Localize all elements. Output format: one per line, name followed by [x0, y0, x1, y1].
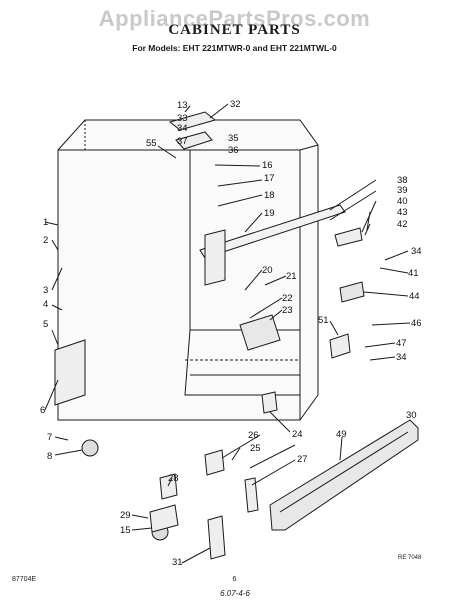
callout-24: 24: [292, 429, 303, 440]
callout-47: 47: [396, 338, 407, 349]
callout-37: 37: [177, 136, 188, 147]
callout-6: 6: [40, 405, 45, 416]
callout-16: 16: [262, 160, 273, 171]
cabinet-body: [44, 103, 419, 564]
callout-15: 15: [120, 525, 131, 536]
callout-26: 26: [248, 430, 259, 441]
callout-29: 29: [120, 510, 131, 521]
callout-32: 32: [230, 99, 241, 110]
callout-31: 31: [172, 557, 183, 568]
callout-27: 27: [297, 454, 308, 465]
page-number: 6: [232, 576, 237, 583]
callout-49: 49: [336, 429, 347, 440]
page-title: CABINET PARTS: [168, 22, 301, 38]
callout-3: 3: [43, 285, 48, 296]
callout-43: 43: [397, 207, 408, 218]
callout-4: 4: [43, 299, 48, 310]
callout-28: 28: [168, 473, 179, 484]
callout-55: 55: [146, 138, 157, 149]
callout-5: 5: [43, 319, 48, 330]
part-callouts: 1 2 3 4 5 6 7 8 13 15 16 17 18 19 20 21 …: [40, 99, 422, 568]
callout-20: 20: [262, 265, 273, 276]
callout-22: 22: [282, 293, 293, 304]
callout-34: 34: [177, 123, 188, 134]
watermark: AppliancePartsPros.com: [98, 6, 371, 31]
callout-30: 30: [406, 410, 417, 421]
callout-38: 38: [397, 175, 408, 186]
footer-right: 6.07-4-6: [220, 589, 250, 598]
callout-39: 39: [397, 185, 408, 196]
callout-42: 42: [397, 219, 408, 230]
callout-41: 41: [408, 268, 419, 279]
models-subtitle: For Models: EHT 221MTWR-0 and EHT 221MTW…: [132, 43, 337, 53]
callout-46: 46: [411, 318, 422, 329]
callout-19: 19: [264, 208, 275, 219]
callout-23: 23: [282, 305, 293, 316]
callout-7: 7: [47, 432, 52, 443]
callout-40: 40: [397, 196, 408, 207]
diagram-ref: RE 7048: [398, 555, 422, 561]
callout-8: 8: [47, 451, 52, 462]
callout-44: 44: [409, 291, 420, 302]
callout-51: 51: [318, 315, 329, 326]
callout-2: 2: [43, 235, 48, 246]
footer-left: 87704E: [12, 576, 37, 583]
callout-34b: 34: [411, 246, 422, 257]
callout-17: 17: [264, 173, 275, 184]
callout-18: 18: [264, 190, 275, 201]
callout-1: 1: [43, 217, 48, 228]
callout-34c: 34: [396, 352, 407, 363]
callout-21: 21: [286, 271, 297, 282]
callout-36: 36: [228, 145, 239, 156]
callout-13: 13: [177, 100, 188, 111]
callout-35: 35: [228, 133, 239, 144]
callout-25: 25: [250, 443, 261, 454]
callout-33: 33: [177, 113, 188, 124]
